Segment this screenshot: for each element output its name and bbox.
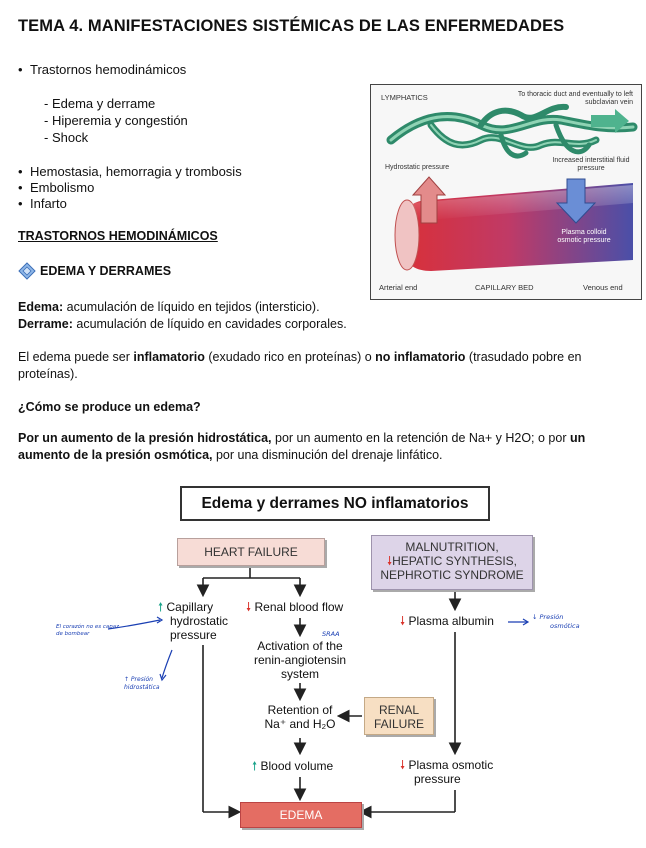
activation-node: Activation of the renin-angiotensin syst… xyxy=(253,639,347,681)
outline-item: Trastornos hemodinámicos xyxy=(18,61,186,78)
capillary-pressure-node: 🠕 Capillary hydrostatic pressure xyxy=(158,600,229,642)
outline-item: Infarto xyxy=(18,195,67,212)
down-arrow-icon: 🠗 xyxy=(246,600,252,614)
outline-sub-item: - Hiperemia y congestión xyxy=(44,113,188,128)
definition-derrame: Derrame: acumulación de líquido en cavid… xyxy=(18,317,347,331)
handwritten-note: ↑ Presión hidrostática xyxy=(124,676,160,691)
paragraph-mechanism: Por un aumento de la presión hidrostátic… xyxy=(18,431,586,462)
outline-sub-item: - Shock xyxy=(44,130,89,145)
venous-end-label: Venous end xyxy=(583,283,623,292)
plasma-osmotic-node: 🠗 Plasma osmotic pressure xyxy=(400,758,494,786)
hydrostatic-label: Hydrostatic pressure xyxy=(385,164,450,171)
handwritten-note: SRAA xyxy=(322,630,340,638)
renal-blood-flow-node: 🠗 Renal blood flow xyxy=(246,600,344,614)
diamond-icon xyxy=(18,262,36,280)
blood-volume-node: 🠕 Blood volume xyxy=(252,759,334,773)
thoracic-duct-label: To thoracic duct and eventually to left … xyxy=(517,91,633,106)
interstitial-label: Increased interstitial fluid pressure xyxy=(552,157,630,172)
down-arrow-icon: 🠗 xyxy=(386,554,393,568)
renal-failure-node: RENAL FAILURE xyxy=(364,697,434,735)
outline-item: Embolismo xyxy=(18,179,94,196)
down-arrow-icon: 🠗 xyxy=(400,758,406,772)
lymph-flow-arrow xyxy=(591,109,629,133)
hydrostatic-pressure-arrow xyxy=(411,176,447,224)
flowchart-title: Edema y derrames NO inflamatorios xyxy=(180,486,490,521)
up-arrow-icon: 🠕 xyxy=(158,600,164,614)
capillary-figure: LYMPHATICS To thoracic duct and eventual… xyxy=(370,84,642,300)
arterial-end-label: Arterial end xyxy=(379,283,418,292)
outline-item: Hemostasia, hemorragia y trombosis xyxy=(18,163,242,180)
up-arrow-icon: 🠕 xyxy=(252,759,258,773)
definition-edema: Edema: acumulación de líquido en tejidos… xyxy=(18,300,320,314)
heart-failure-node: HEART FAILURE xyxy=(177,538,325,566)
colloid-label: Plasma colloid osmotic pressure xyxy=(557,229,611,244)
page-title: TEMA 4. MANIFESTACIONES SISTÉMICAS DE LA… xyxy=(18,17,565,35)
malnutrition-node: MALNUTRITION, 🠗HEPATIC SYNTHESIS, NEPHRO… xyxy=(371,535,533,590)
handwritten-note: El corazón no es capaz de bombear xyxy=(56,624,119,637)
down-arrow-icon: 🠗 xyxy=(400,614,406,628)
edema-node: EDEMA xyxy=(240,802,362,828)
retention-node: Retention of Na⁺ and H₂O xyxy=(264,703,336,731)
section-heading: TRASTORNOS HEMODINÁMICOS xyxy=(18,229,218,243)
question: ¿Cómo se produce un edema? xyxy=(18,400,201,414)
colloid-pressure-arrow xyxy=(555,178,597,224)
capillary-bed-label: CAPILLARY BED xyxy=(475,283,534,292)
paragraph-types: El edema puede ser inflamatorio (exudado… xyxy=(18,350,582,381)
lymphatics-label: LYMPHATICS xyxy=(381,93,428,102)
subsection-heading: EDEMA Y DERRAMES xyxy=(40,264,172,278)
outline-sub-item: - Edema y derrame xyxy=(44,96,156,111)
plasma-albumin-node: 🠗 Plasma albumin xyxy=(400,614,494,628)
handwritten-note: ↓ Presión osmótica xyxy=(532,613,580,630)
